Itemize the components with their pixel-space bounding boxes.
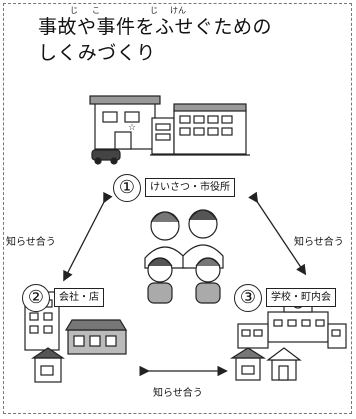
title-line-1: 事故や事件をふせぐための — [38, 16, 273, 38]
svg-text:☆: ☆ — [128, 123, 136, 133]
police-station-icon: ☆ — [89, 95, 161, 165]
diagram-title: 事故や事件をふせぐための しくみづくり — [38, 14, 272, 66]
ruby-ji: じ — [70, 6, 78, 15]
ruby-ji-2: じ — [150, 6, 158, 15]
city-hall-icon — [150, 103, 250, 156]
arrow-bottom-label: 知らせ合う — [153, 388, 203, 399]
node-3-number: ③ — [234, 284, 262, 312]
title-line-2: しくみづくり — [38, 42, 156, 64]
arrow-left-label: 知らせ合う — [6, 237, 56, 248]
node-1-number: ① — [113, 174, 141, 202]
people-group-icon — [144, 209, 224, 304]
ruby-ken: けん — [170, 6, 186, 15]
arrow-left — [63, 191, 113, 282]
node-3-label: 学校・町内会 — [266, 288, 336, 307]
arrow-right — [248, 191, 307, 276]
node-2-label: 会社・店 — [54, 288, 104, 307]
arrow-right-label: 知らせ合う — [294, 237, 344, 248]
node-1-label: けいさつ・市役所 — [145, 178, 235, 197]
node-2-number: ② — [22, 284, 50, 312]
dashed-frame — [3, 3, 352, 414]
ruby-ko: こ — [92, 6, 100, 15]
